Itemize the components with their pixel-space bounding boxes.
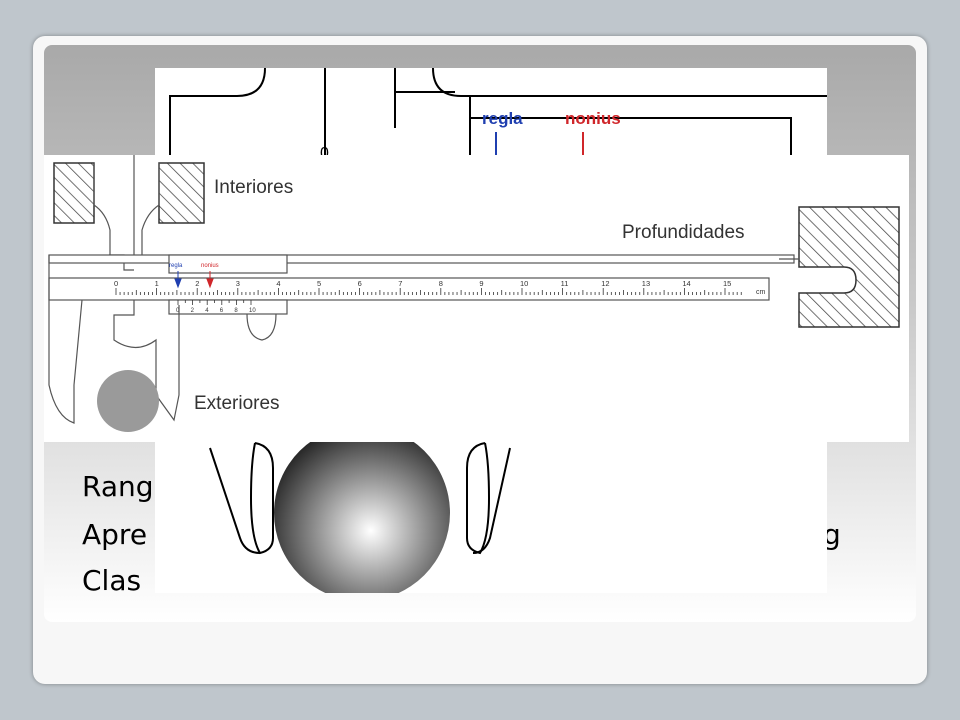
main-scale-label: 5: [317, 279, 321, 288]
body-line-resolution: Apre: [82, 518, 148, 551]
vernier-scale-label: 0: [176, 308, 180, 314]
body-line-trailing-text: g: [823, 518, 841, 551]
main-scale-label: 15: [723, 279, 731, 288]
inside-measure-block-right: [158, 162, 205, 224]
zoom-ruler-label: regla: [482, 109, 523, 128]
unit-label: cm: [756, 289, 766, 296]
vernier-label: nonius: [201, 263, 219, 269]
depth-measure-block: [798, 206, 900, 328]
inside-measure-block-left: [53, 162, 95, 224]
depth-rod: [48, 254, 795, 264]
inside-measure-label: Interiores: [214, 177, 293, 198]
main-scale-label: 7: [398, 279, 402, 288]
thumb-wheel: [246, 313, 277, 341]
body-line-class: Clas: [82, 564, 142, 597]
movable-jaw: [113, 300, 180, 422]
zoom-tick-zero: 0: [320, 145, 329, 162]
vernier-scale-label: 2: [191, 308, 195, 314]
main-scale-label: 8: [439, 279, 443, 288]
vernier-scale-label: 6: [220, 308, 224, 314]
main-scale-label: 11: [561, 279, 569, 288]
main-scale-label: 9: [479, 279, 483, 288]
main-scale-label: 3: [236, 279, 240, 288]
vernier-pointer-arrow: [206, 271, 214, 289]
vernier-slider-top: [168, 254, 288, 274]
main-scale-label: 6: [358, 279, 362, 288]
main-scale-ticks: [115, 288, 742, 295]
main-scale-label: 13: [642, 279, 650, 288]
main-scale-label: 2: [195, 279, 199, 288]
measured-sphere: [97, 370, 159, 432]
vernier-slider-scale: [168, 299, 288, 315]
vernier-scale-label: 8: [234, 308, 238, 314]
vernier-scale-ticks: [177, 300, 252, 305]
main-scale-label: 1: [155, 279, 159, 288]
depth-measure-label: Profundidades: [622, 222, 745, 243]
zoom-sphere: [274, 425, 450, 593]
fixed-jaw: [48, 255, 83, 424]
vernier-scale-label: 10: [249, 308, 256, 314]
main-scale-label: 4: [276, 279, 280, 288]
ruler-label: regla: [169, 263, 183, 269]
main-scale-label: 12: [601, 279, 609, 288]
vernier-scale-labels: 0 2 4 6 8 10: [176, 308, 256, 314]
main-scale-label: 10: [520, 279, 528, 288]
main-scale-label: 14: [682, 279, 690, 288]
outside-measure-label: Exteriores: [194, 393, 280, 414]
body-line-range: Rang: [82, 470, 154, 503]
main-scale-label: 0: [114, 279, 118, 288]
ruler-pointer-arrow: [174, 271, 182, 289]
vernier-scale-label: 4: [205, 308, 209, 314]
zoom-vernier-label: nonius: [565, 109, 621, 128]
